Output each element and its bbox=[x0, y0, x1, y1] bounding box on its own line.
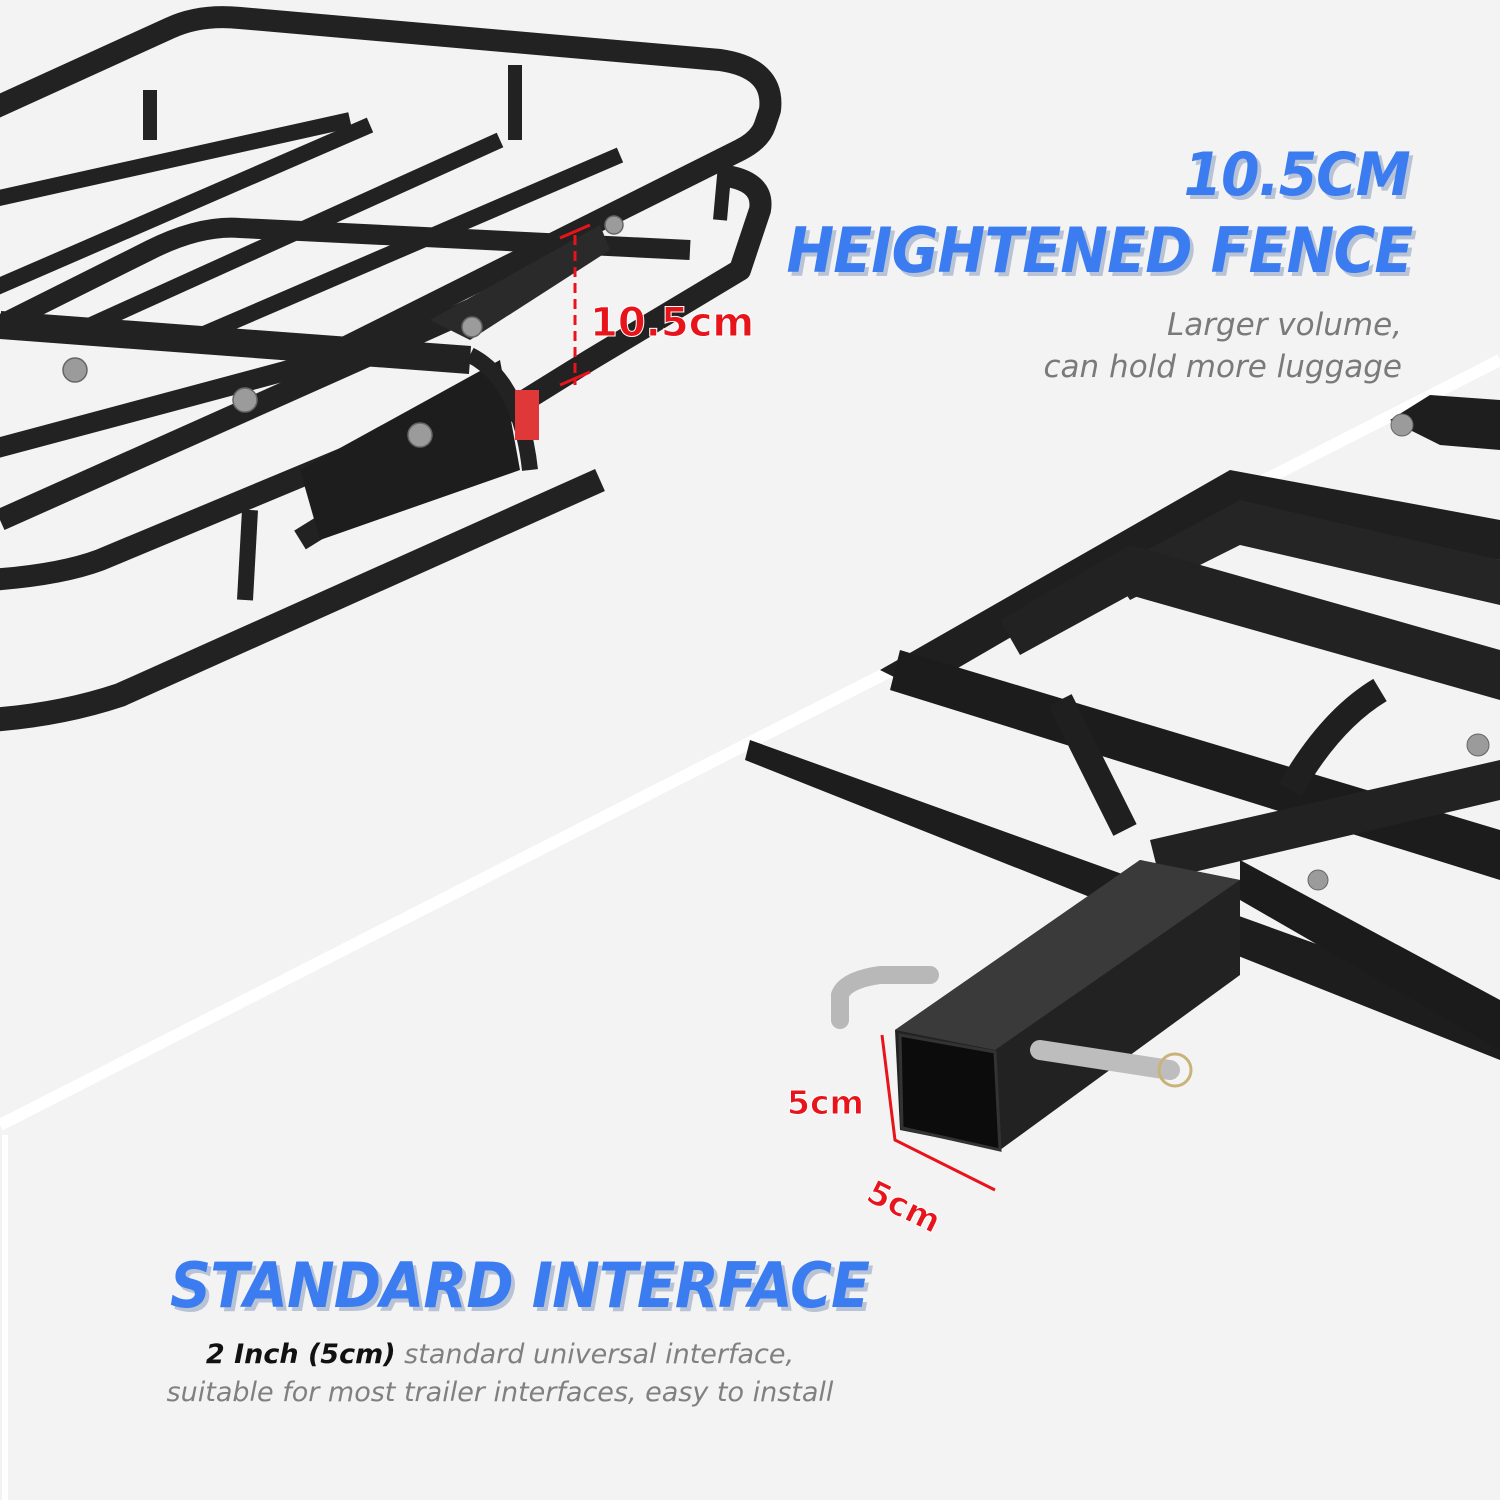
cargo-rack-illustration bbox=[0, 6, 782, 732]
fence-headline-title: HEIGHTENED FENCE bbox=[785, 214, 1413, 287]
hitch-rack-illustration bbox=[745, 395, 1500, 1152]
hitch-height-label: 5cm bbox=[787, 1083, 865, 1123]
red-reflector bbox=[515, 390, 539, 440]
hitch-dimension-marker bbox=[880, 1034, 996, 1192]
height-dimension-marker bbox=[559, 223, 591, 387]
fence-subtitle-line2: can hold more luggage bbox=[1043, 349, 1403, 385]
interface-headline: STANDARD INTERFACE bbox=[170, 1249, 870, 1322]
fence-headline-measure: 10.5CM bbox=[1183, 140, 1411, 210]
interface-description-line2: suitable for most trailer interfaces, ea… bbox=[166, 1377, 834, 1408]
interface-description-line1-rest: standard universal interface, bbox=[395, 1339, 795, 1370]
fence-height-label: 10.5cm bbox=[589, 300, 755, 347]
interface-description: 2 Inch (5cm) standard universal interfac… bbox=[140, 1336, 860, 1412]
interface-description-line1: 2 Inch (5cm) standard universal interfac… bbox=[140, 1336, 860, 1374]
fence-subtitle: Larger volume, can hold more luggage bbox=[1044, 304, 1403, 388]
fence-subtitle-line1: Larger volume, bbox=[1166, 307, 1402, 343]
interface-size-bold: 2 Inch (5cm) bbox=[205, 1339, 396, 1370]
bolt-heads bbox=[62, 215, 624, 448]
